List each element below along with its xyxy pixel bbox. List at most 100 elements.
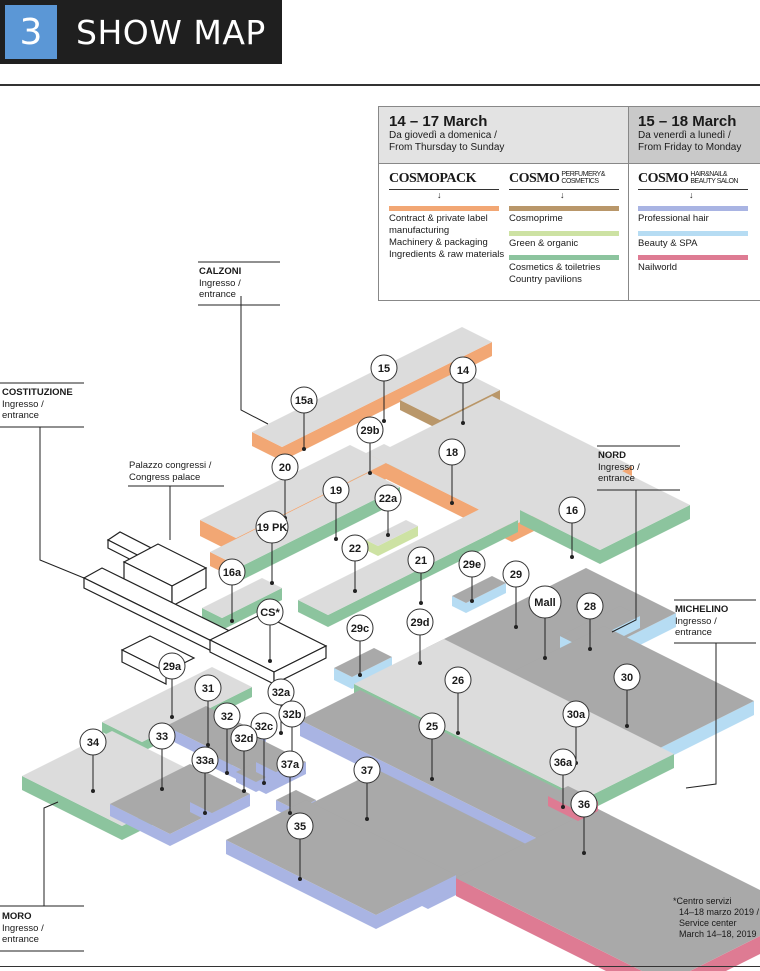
pavilion-33a[interactable]	[190, 792, 232, 823]
pin-dot	[582, 851, 586, 855]
pin-36a[interactable]: 36a	[549, 748, 577, 809]
pin-dot	[268, 659, 272, 663]
pin-label: 32d	[235, 733, 254, 745]
pin-20[interactable]: 20	[271, 453, 299, 520]
pack-item-3: Machinery & packaging	[389, 237, 488, 248]
pin-circle	[558, 496, 586, 524]
pin-circle	[276, 750, 304, 778]
pin-34[interactable]: 34	[79, 728, 107, 793]
pavilion-22a-right-face	[378, 526, 418, 556]
pin-label: 29b	[361, 425, 380, 437]
pin-label: 15	[378, 363, 390, 375]
cs-side2	[273, 645, 327, 685]
pavilion-15-top	[252, 327, 492, 447]
pavilion-36[interactable]	[456, 808, 760, 971]
pin-label: 33	[156, 731, 168, 743]
pin-14[interactable]: 14	[449, 356, 477, 425]
pin-26[interactable]: 26	[444, 666, 472, 735]
pavilion-16[interactable]	[520, 465, 690, 564]
pin-circle	[194, 674, 222, 702]
costituzione-name: COSTITUZIONE	[2, 387, 73, 398]
pin-32c[interactable]: 32c	[250, 712, 278, 785]
pin-19-pk[interactable]: 19 PK	[255, 510, 289, 585]
pin-30[interactable]: 30	[613, 663, 641, 728]
footnote-line-4: March 14–18, 2019	[679, 929, 757, 939]
pack-item-4: Ingredients & raw materials	[389, 249, 505, 260]
pin-32d[interactable]: 32d	[230, 724, 258, 793]
pavilion-15-right-face	[282, 342, 492, 461]
pin-31[interactable]: 31	[194, 674, 222, 747]
pavilion-15[interactable]	[252, 327, 492, 461]
pin-dot	[461, 421, 465, 425]
pin-label: 32	[221, 711, 233, 723]
pin-circle	[502, 560, 530, 588]
pavilion-32d-left-face	[236, 772, 256, 792]
pin-21[interactable]: 21	[407, 546, 435, 605]
calzoni-sub2: entrance	[199, 289, 236, 300]
pin-circle	[278, 700, 306, 728]
pin-32b[interactable]: 32b	[278, 700, 306, 761]
pin-32a[interactable]: 32a	[267, 678, 295, 735]
legend-hrule	[379, 163, 760, 164]
pin-33[interactable]: 33	[148, 722, 176, 791]
pin-label: 22	[349, 543, 361, 555]
calzoni-sub1: Ingresso /	[199, 277, 241, 289]
pavilion-29e[interactable]	[452, 576, 506, 613]
pin-circle	[562, 700, 590, 728]
pavilion-25-top	[300, 690, 610, 845]
pin-16a[interactable]: 16a	[218, 558, 246, 623]
pin-circle	[290, 386, 318, 414]
pin-28[interactable]: 28	[576, 592, 604, 651]
pin-dot	[298, 877, 302, 881]
pin-19[interactable]: 19	[322, 476, 350, 541]
pack-arrow-icon: ↓	[437, 190, 442, 200]
pin-29a[interactable]: 29a	[158, 652, 186, 719]
pin-29c[interactable]: 29c	[346, 614, 374, 677]
perf-line	[509, 189, 619, 190]
pin-circle	[250, 712, 278, 740]
pavilion-22-left-face	[298, 600, 328, 627]
pin-label: 19 PK	[257, 522, 288, 534]
pin-36[interactable]: 36	[570, 790, 598, 855]
hair-item-nail: Nailworld	[638, 262, 678, 273]
perf-arrow-icon: ↓	[560, 190, 565, 200]
pin-25[interactable]: 25	[418, 712, 446, 781]
pin-15[interactable]: 15	[370, 354, 398, 423]
pin-37[interactable]: 37	[353, 756, 381, 821]
pin-circle	[271, 453, 299, 481]
pin-circle	[79, 728, 107, 756]
pin-30a[interactable]: 30a	[562, 700, 590, 765]
pin-16[interactable]: 16	[558, 496, 586, 559]
pavilion-19-top	[210, 472, 400, 567]
pin-29b[interactable]: 29b	[356, 416, 384, 475]
page-title: SHOW MAP	[60, 0, 282, 64]
pin-cs-[interactable]: CS*	[256, 598, 284, 663]
pin-label: 29e	[463, 559, 481, 571]
pavilion-16-top	[520, 465, 690, 550]
pin-29d[interactable]: 29d	[406, 608, 434, 665]
pin-label: 30a	[567, 709, 586, 721]
pin-33a[interactable]: 33a	[191, 746, 219, 815]
pin-29e[interactable]: 29e	[458, 550, 486, 603]
pin-29[interactable]: 29	[502, 560, 530, 629]
right-dates: 15 – 18 March	[638, 113, 737, 130]
pavilion-26-top	[354, 639, 674, 799]
perfumery-logo-text: COSMO	[509, 171, 560, 186]
pin-22a[interactable]: 22a	[374, 484, 402, 537]
michelino-sub2: entrance	[675, 627, 712, 638]
pin-18[interactable]: 18	[438, 438, 466, 505]
pavilion-22a[interactable]	[366, 520, 418, 556]
pin-35[interactable]: 35	[286, 812, 314, 881]
pin-32[interactable]: 32	[213, 702, 241, 775]
pavilion-29c-top	[334, 648, 392, 677]
pin-37a[interactable]: 37a	[276, 750, 304, 815]
pin-label: 30	[621, 672, 633, 684]
pin-mall[interactable]: Mall	[528, 585, 562, 660]
pin-22[interactable]: 22	[341, 534, 369, 593]
pin-circle	[218, 558, 246, 586]
pavilion-35[interactable]	[226, 800, 456, 929]
pin-15a[interactable]: 15a	[290, 386, 318, 451]
pavilion-32c-left-face	[256, 762, 276, 782]
pavilion-22a-left-face	[366, 540, 378, 556]
